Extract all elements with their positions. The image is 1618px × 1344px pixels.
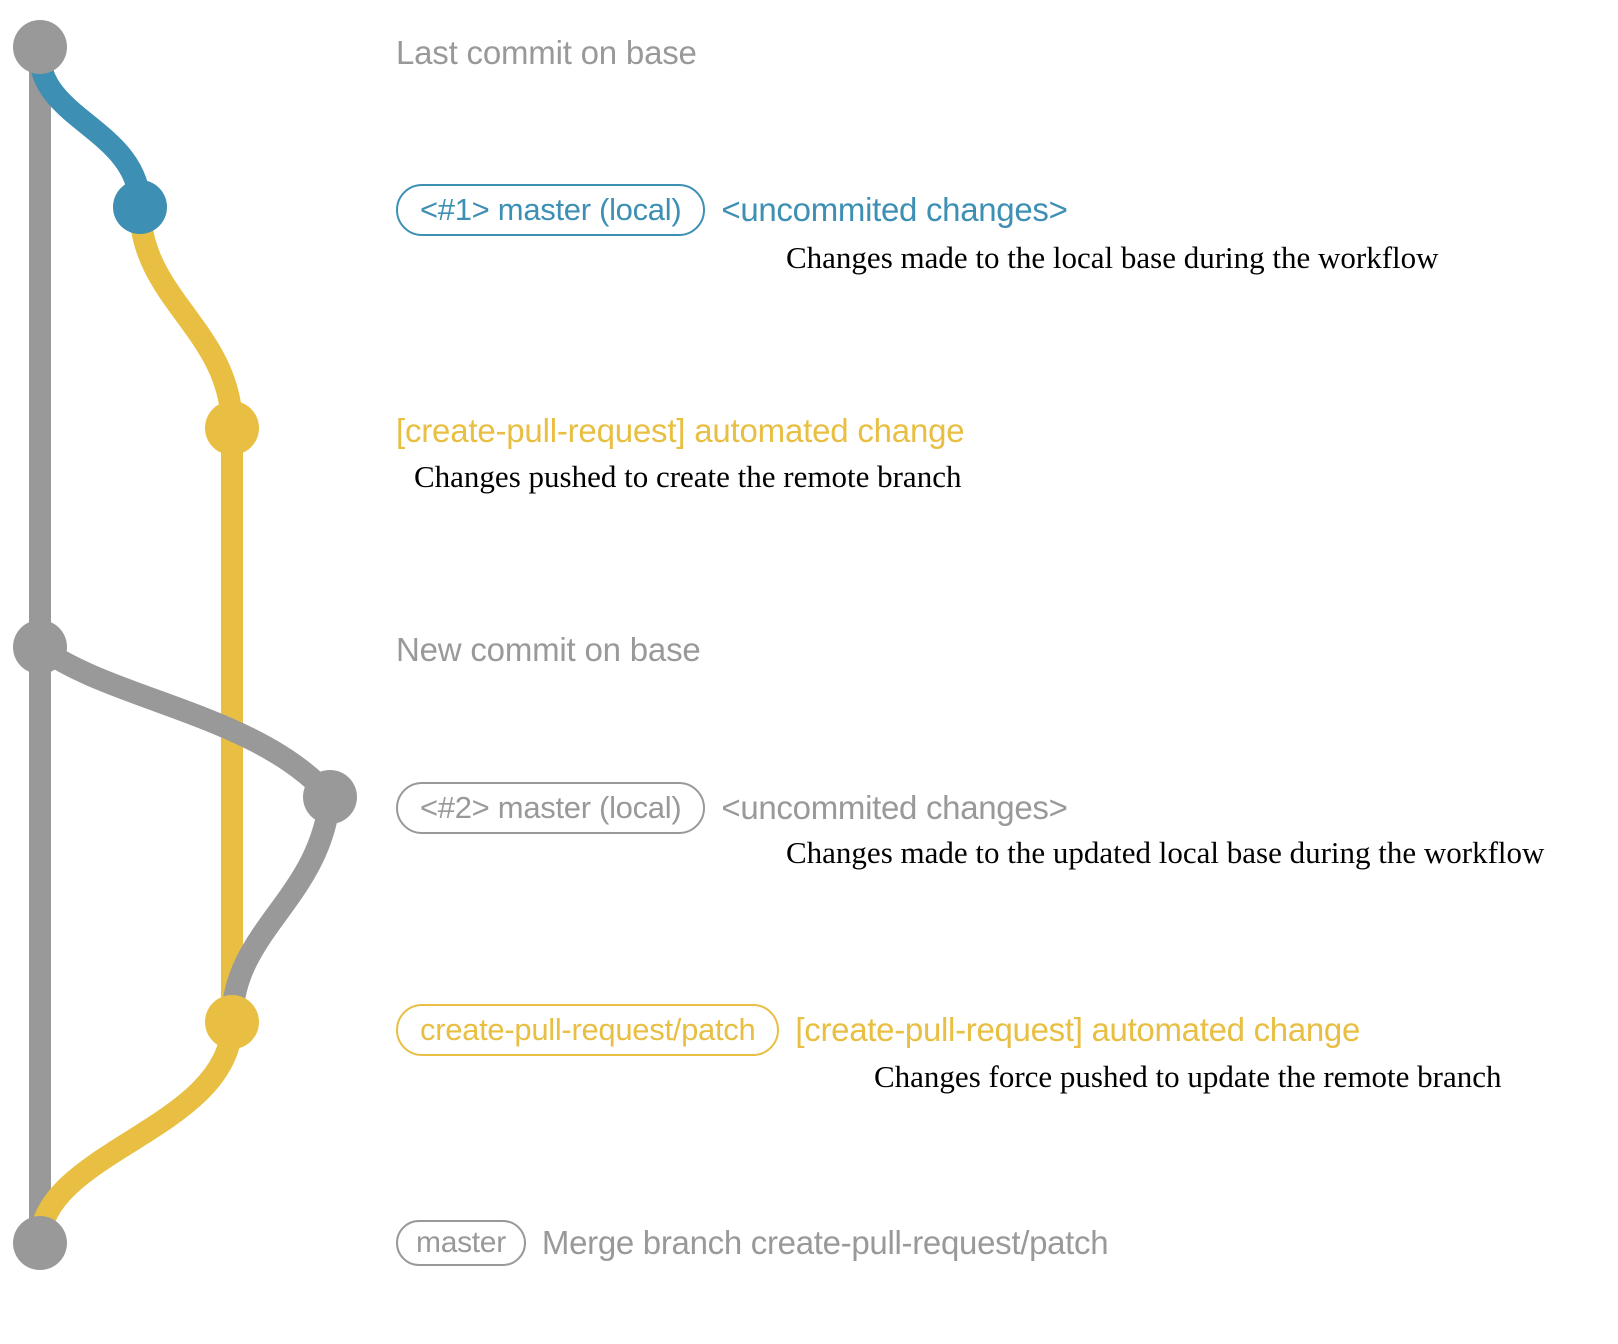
headline-merge-branch: Merge branch create-pull-request/patch	[541, 1224, 1109, 1261]
commit-node-master-local-1	[113, 180, 167, 234]
branch-line-merge	[29, 1011, 243, 1254]
badge-create-pull-request-patch[interactable]: create-pull-request/patch	[396, 1004, 780, 1056]
description-automated-change-2: Changes force pushed to update the remot…	[874, 1059, 1502, 1094]
headline-automated-change-2: [create-pull-request] automated change	[795, 1011, 1361, 1048]
row-merge-branch: master Merge branch create-pull-request/…	[396, 1220, 1109, 1266]
row-master-local-1: <#1> master (local) <uncommited changes>	[396, 184, 1068, 236]
headline-new-commit-on-base: New commit on base	[396, 631, 701, 668]
description-master-local-1: Changes made to the local base during th…	[786, 240, 1439, 275]
row-last-commit-on-base: Last commit on base	[396, 34, 697, 72]
description-automated-change-1: Changes pushed to create the remote bran…	[414, 459, 962, 494]
commit-nodes	[13, 20, 357, 1270]
commit-node-last-base	[13, 20, 67, 74]
commit-node-new-base	[13, 620, 67, 674]
commit-node-master-local-2	[303, 770, 357, 824]
headline-last-commit-on-base: Last commit on base	[396, 34, 697, 71]
commit-node-merge	[13, 1216, 67, 1270]
headline-uncommited-changes-1: <uncommited changes>	[721, 191, 1068, 228]
commit-node-patch-2	[205, 995, 259, 1049]
badge-master-local-2[interactable]: <#2> master (local)	[396, 782, 706, 834]
branch-line-local-2-in	[221, 786, 341, 1033]
description-master-local-2: Changes made to the updated local base d…	[786, 835, 1545, 870]
headline-automated-change-1: [create-pull-request] automated change	[396, 412, 965, 449]
badge-master-local-1[interactable]: <#1> master (local)	[396, 184, 706, 236]
branch-line-patch-upper	[129, 196, 243, 439]
row-automated-change-2: create-pull-request/patch [create-pull-r…	[396, 1004, 1360, 1056]
branch-line-local-2-out	[29, 636, 341, 808]
row-master-local-2: <#2> master (local) <uncommited changes>	[396, 782, 1068, 834]
row-automated-change-1: [create-pull-request] automated change	[396, 412, 965, 450]
badge-master[interactable]: master	[396, 1220, 526, 1266]
row-new-commit-on-base: New commit on base	[396, 631, 701, 669]
commit-node-patch-1	[205, 401, 259, 455]
headline-uncommited-changes-2: <uncommited changes>	[721, 789, 1068, 826]
